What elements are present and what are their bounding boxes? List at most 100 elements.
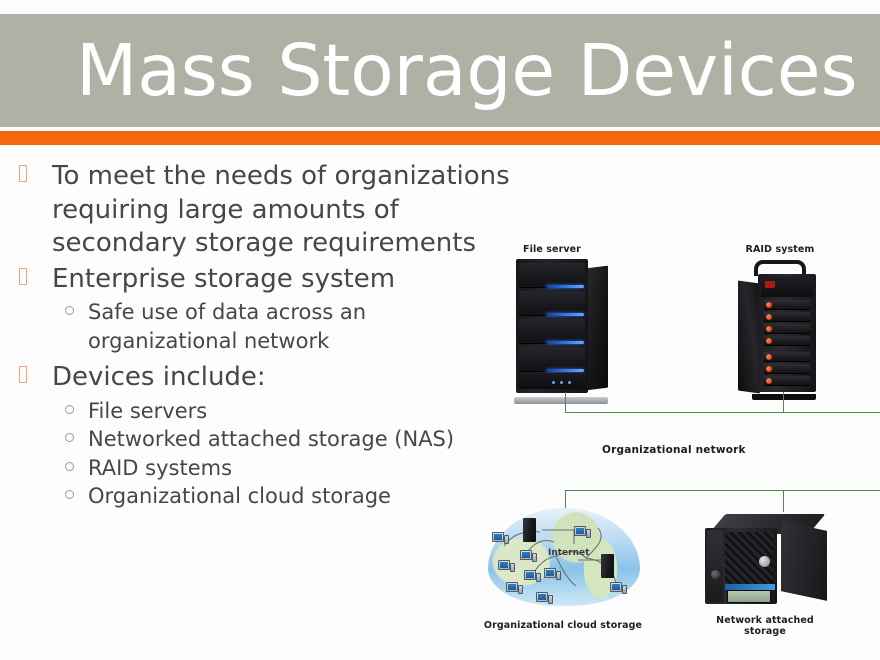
tower-icon [518,585,523,594]
screen-icon [508,584,516,590]
tower-icon [586,529,591,538]
screen-icon [612,584,620,590]
bullet-text: Enterprise storage system [52,263,396,294]
sub-bullet-text: Safe use of data across an organizationa… [88,300,367,353]
sub-bullet-item: File servers [52,397,514,426]
nas-side-panel [781,521,827,601]
network-line-top [565,412,880,413]
title-band: Mass Storage Devices [0,14,880,127]
raid-drive-tray [764,300,810,310]
page-title: Mass Storage Devices [76,28,858,112]
organizational-cloud-image: Internet [482,506,642,614]
circle-bullet-icon [65,490,74,499]
raid-drive-tray [764,364,810,374]
raid-system-label: RAID system [745,244,815,255]
nas-bezel [707,530,723,602]
screen-icon [546,570,554,576]
sub-bullet-item: RAID systems [52,454,514,483]
computer-icon [574,526,591,539]
raid-drive-tray [764,376,810,386]
raid-drive-tray [764,312,810,322]
nas-led-strip [725,584,775,590]
computer-icon [492,532,509,545]
network-connector-line [565,392,566,412]
nas-label-line-1: Network attached [716,615,814,626]
drive-led-icon [546,341,584,344]
network-connector-line [783,392,784,412]
tower-icon [504,535,509,544]
computer-icon [506,582,523,595]
nas-lcd-display [727,590,771,603]
drive-led-icon [546,369,584,372]
tower-icon [556,571,561,580]
sub-bullet-text: Networked attached storage (NAS) [88,427,455,451]
power-button-icon[interactable] [711,570,720,579]
sub-bullet-text: Organizational cloud storage [88,484,391,508]
screen-icon [576,528,584,534]
square-tofu-bullet-icon [19,165,27,182]
internet-label: Internet [548,548,590,558]
computer-icon [610,582,627,595]
raid-handle [754,260,806,276]
screen-icon [538,594,546,600]
bullet-item-2: Enterprise storage system Safe use of da… [14,263,514,356]
drive-led-icon [766,354,772,360]
raid-drive-tray [764,324,810,334]
drive-led-icon [766,314,772,320]
raid-base [752,394,816,400]
sub-bullet-text: File servers [88,398,208,423]
computer-icon [520,550,537,563]
network-attached-storage-label: Network attached storage [690,615,840,637]
drive-bay [519,319,585,343]
file-server-label: File server [523,244,581,255]
nas-label-line-2: storage [744,626,786,637]
sub-bullet-list: File servers Networked attached storage … [52,397,514,511]
drive-led-icon [766,326,772,332]
screen-icon [526,572,534,578]
raid-system-image [738,260,822,400]
body-content: To meet the needs of organizations requi… [14,160,514,511]
tower-icon [536,573,541,582]
bullet-item-3: Devices include: File servers Networked … [14,361,514,511]
square-tofu-bullet-icon [19,267,27,285]
sub-bullet-item: Safe use of data across an organizationa… [52,298,514,355]
tower-icon [548,595,553,604]
computer-icon [544,568,561,581]
server-icon [601,554,614,578]
drive-led-icon [546,285,584,288]
computer-icon [498,560,515,573]
drive-bay [519,291,585,315]
drive-led-icon [766,338,772,344]
raid-drive-tray [764,336,810,346]
network-connector-line [783,490,784,512]
organizational-network-label: Organizational network [602,444,746,456]
sub-bullet-text: RAID systems [88,455,233,480]
file-server-image [514,259,608,404]
screen-icon [500,562,508,568]
computer-icon [536,592,553,605]
circle-bullet-icon [65,461,74,471]
file-server-front-panel [516,259,588,393]
status-led-icon [552,381,555,384]
drive-led-icon [546,313,584,316]
nas-dial-icon [759,556,770,567]
drive-led-icon [766,378,772,384]
raid-brand-logo-icon [765,281,775,288]
tower-icon [510,563,515,572]
bullet-text: Devices include: [52,362,266,392]
sub-bullet-item: Networked attached storage (NAS) [52,425,514,454]
organizational-cloud-storage-label: Organizational cloud storage [483,620,643,631]
circle-bullet-icon [65,404,74,414]
computer-icon [524,570,541,583]
file-server-base [514,397,608,404]
screen-icon [494,534,502,540]
server-icon [523,518,536,542]
screen-icon [522,552,530,558]
raid-side-panel [738,280,760,394]
drive-led-icon [766,302,772,308]
storage-diagram: File server RAID system [460,232,880,652]
circle-bullet-icon [65,433,74,442]
sub-bullet-list: Safe use of data across an organizationa… [52,298,514,355]
network-connector-line [565,490,566,512]
